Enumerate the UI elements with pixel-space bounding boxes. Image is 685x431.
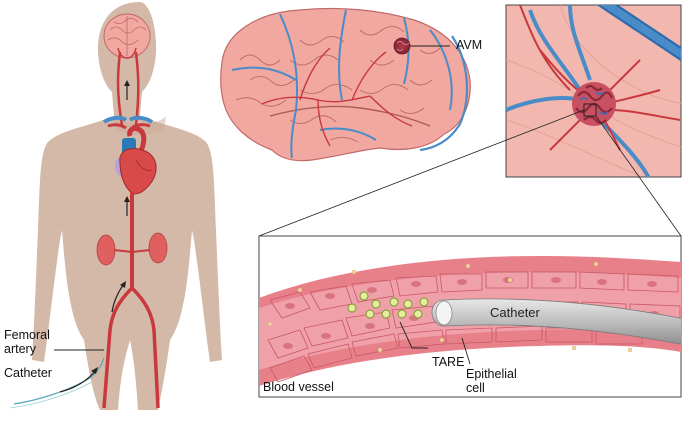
label-catheter-body: Catheter — [4, 366, 52, 380]
zoom-line-left — [258, 109, 585, 237]
leader-epithelial — [461, 337, 471, 365]
human-body-figure — [9, 2, 222, 410]
leader-tare — [399, 321, 428, 349]
iliac-artery-left — [102, 286, 134, 409]
brain-lateral — [220, 7, 471, 162]
brain-avm — [393, 37, 411, 55]
catheter-line-body — [13, 357, 105, 405]
blood-vessel-panel — [258, 235, 682, 398]
catheter-tube — [431, 298, 681, 345]
label-catheter-tube: Catheter — [490, 305, 540, 320]
carotid-artery-left — [116, 51, 124, 126]
label-femoral-artery-line2: artery — [4, 342, 36, 356]
tare-microspheres — [347, 291, 441, 319]
kidney-left — [96, 234, 116, 266]
label-epithelial-cell-line2: cell — [466, 381, 485, 395]
carotid-artery-right — [134, 51, 140, 126]
label-blood-vessel: Blood vessel — [263, 380, 334, 394]
label-avm: AVM — [456, 38, 483, 52]
heart — [115, 125, 157, 195]
kidney-right — [148, 232, 168, 264]
label-tare: TARE — [432, 355, 465, 369]
iliac-artery-right — [130, 286, 160, 409]
head-brain — [103, 13, 151, 59]
label-femoral-artery-line1: Femoral — [4, 328, 50, 342]
avm-inset — [505, 4, 682, 178]
zoom-line-right — [595, 115, 682, 237]
label-epithelial-cell-line1: Epithelial — [466, 367, 517, 381]
